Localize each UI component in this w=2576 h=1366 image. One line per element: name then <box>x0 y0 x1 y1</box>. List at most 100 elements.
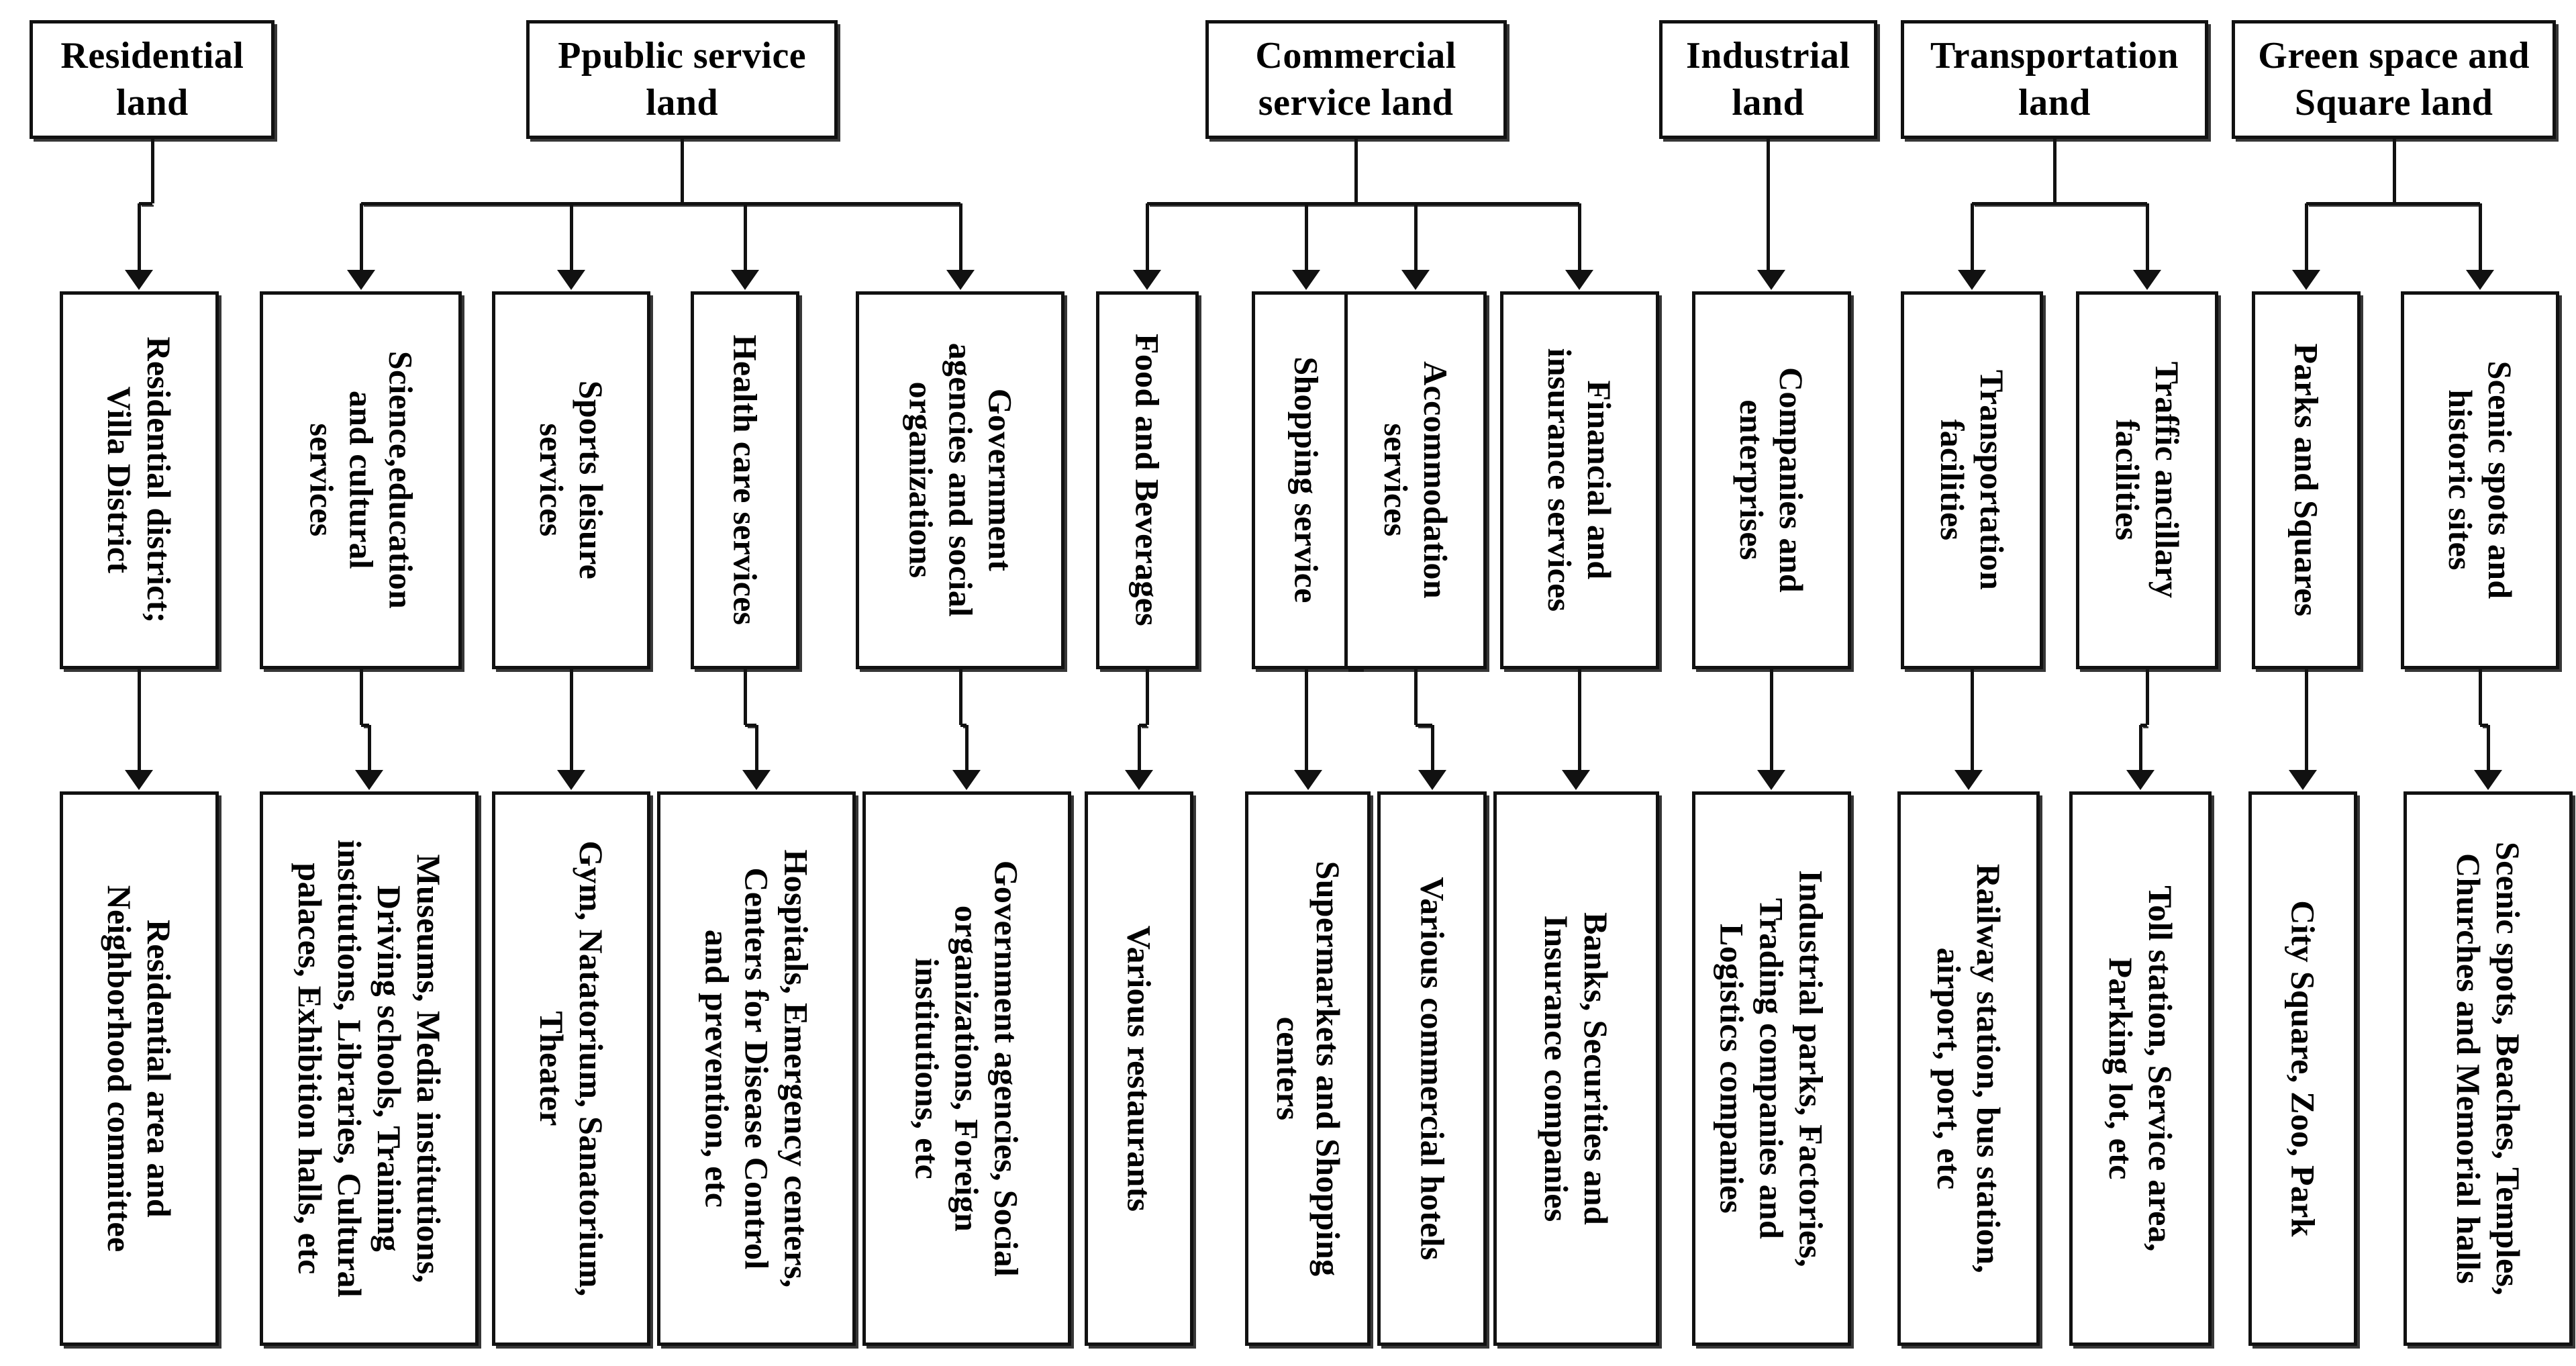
examples-box[interactable]: Various restaurants <box>1084 791 1194 1347</box>
connector-bus <box>2306 202 2480 206</box>
connector-line <box>1305 203 1309 282</box>
examples-label: Various commercial hotels <box>1412 877 1452 1261</box>
examples-label: City Square, Zoo, Park <box>2283 900 2323 1237</box>
connector-line <box>359 669 363 726</box>
connector-line <box>958 203 962 282</box>
connector-bus <box>1139 724 1148 728</box>
label-line: Parking lot, etc <box>2102 957 2140 1180</box>
examples-box[interactable]: Hospitals, Emergency centers,Centers for… <box>657 791 856 1347</box>
label-line: Parks and Squares <box>2287 343 2326 617</box>
connector-bus <box>1415 724 1432 728</box>
arrow-head <box>1957 269 1986 290</box>
connector-line <box>2146 669 2150 726</box>
subcategory-box[interactable]: Food and Beverages <box>1095 291 1199 669</box>
examples-label: Museums, Media institutions,Driving scho… <box>290 840 448 1298</box>
connector-line <box>681 139 685 204</box>
arrow-head <box>946 269 975 290</box>
examples-box[interactable]: Gym, Natatorium, Sanatorium,Theater <box>491 791 651 1347</box>
examples-box[interactable]: Railway station, bus station,airport, po… <box>1897 791 2040 1347</box>
label-line: Various restaurants <box>1120 925 1158 1212</box>
label-line: City Square, Zoo, Park <box>2284 900 2322 1237</box>
connector-bus <box>1971 202 2148 206</box>
label-line: Neighborhood committee <box>101 885 139 1253</box>
examples-box[interactable]: Scenic spots, Beaches, Temples,Churches … <box>2404 791 2573 1347</box>
label-line: services <box>1377 423 1415 537</box>
examples-label: Hospitals, Emergency centers,Centers for… <box>697 850 816 1288</box>
label-line: organizations <box>902 381 940 579</box>
subcategory-box[interactable]: Shopping service <box>1251 291 1361 669</box>
examples-box[interactable]: Museums, Media institutions,Driving scho… <box>260 791 479 1347</box>
connector-line <box>2139 725 2143 782</box>
label-line: Logistics companies <box>1713 924 1751 1214</box>
subcategory-label: Parks and Squares <box>2286 344 2326 617</box>
label-line: agencies and social <box>942 343 980 618</box>
label-line: institutions, Libraries, Cultural <box>331 840 369 1298</box>
subcategory-box[interactable]: Parks and Squares <box>2251 291 2361 669</box>
label-line: Transportation <box>1973 370 2011 591</box>
label-line: Traffic ancillary <box>2148 361 2187 599</box>
subcategory-box[interactable]: Health care services <box>690 291 800 669</box>
label-line: Trading companies and <box>1752 898 1791 1240</box>
label-line: Residential <box>60 35 244 77</box>
label-line: Various commercial hotels <box>1414 877 1452 1261</box>
examples-box[interactable]: Various commercial hotels <box>1377 791 1487 1347</box>
label-line: Commercial <box>1255 35 1456 77</box>
arrow-head <box>1562 769 1591 790</box>
connector-bus <box>2479 724 2489 728</box>
subcategory-label: Health care services <box>725 335 764 626</box>
connector-line <box>1578 669 1582 782</box>
examples-label: Railway station, bus station,airport, po… <box>1929 864 2008 1273</box>
label-line: Industrial parks, Factories, <box>1792 870 1830 1268</box>
label-line: Scenic spots, Beaches, Temples, <box>2489 842 2528 1296</box>
examples-box[interactable]: Toll station, Service area,Parking lot, … <box>2069 791 2212 1347</box>
examples-box[interactable]: Industrial parks, Factories,Trading comp… <box>1691 791 1851 1347</box>
label-line: institutions, etc <box>908 958 946 1180</box>
examples-box[interactable]: City Square, Zoo, Park <box>2248 791 2358 1347</box>
label-line: Health care services <box>726 334 764 626</box>
arrow-head <box>1565 269 1594 290</box>
label-line: land <box>1732 82 1805 124</box>
label-line: Theater <box>532 1011 571 1126</box>
connector-bus <box>360 202 960 206</box>
connector-bus <box>360 724 370 728</box>
connector-line <box>1138 725 1141 782</box>
subcategory-box[interactable]: Residential district;Villa District <box>59 291 219 669</box>
label-line: Banks, Securities and <box>1577 912 1616 1226</box>
label-line: land <box>2018 82 2091 124</box>
label-line: centers <box>1269 1016 1307 1121</box>
label-line: and cultural <box>342 391 381 570</box>
label-line: Villa District <box>101 386 139 574</box>
connector-line <box>965 725 969 782</box>
label-line: services <box>532 423 571 537</box>
arrow-head <box>2291 269 2320 290</box>
connector-line <box>2146 203 2150 282</box>
connector-line <box>150 139 154 204</box>
